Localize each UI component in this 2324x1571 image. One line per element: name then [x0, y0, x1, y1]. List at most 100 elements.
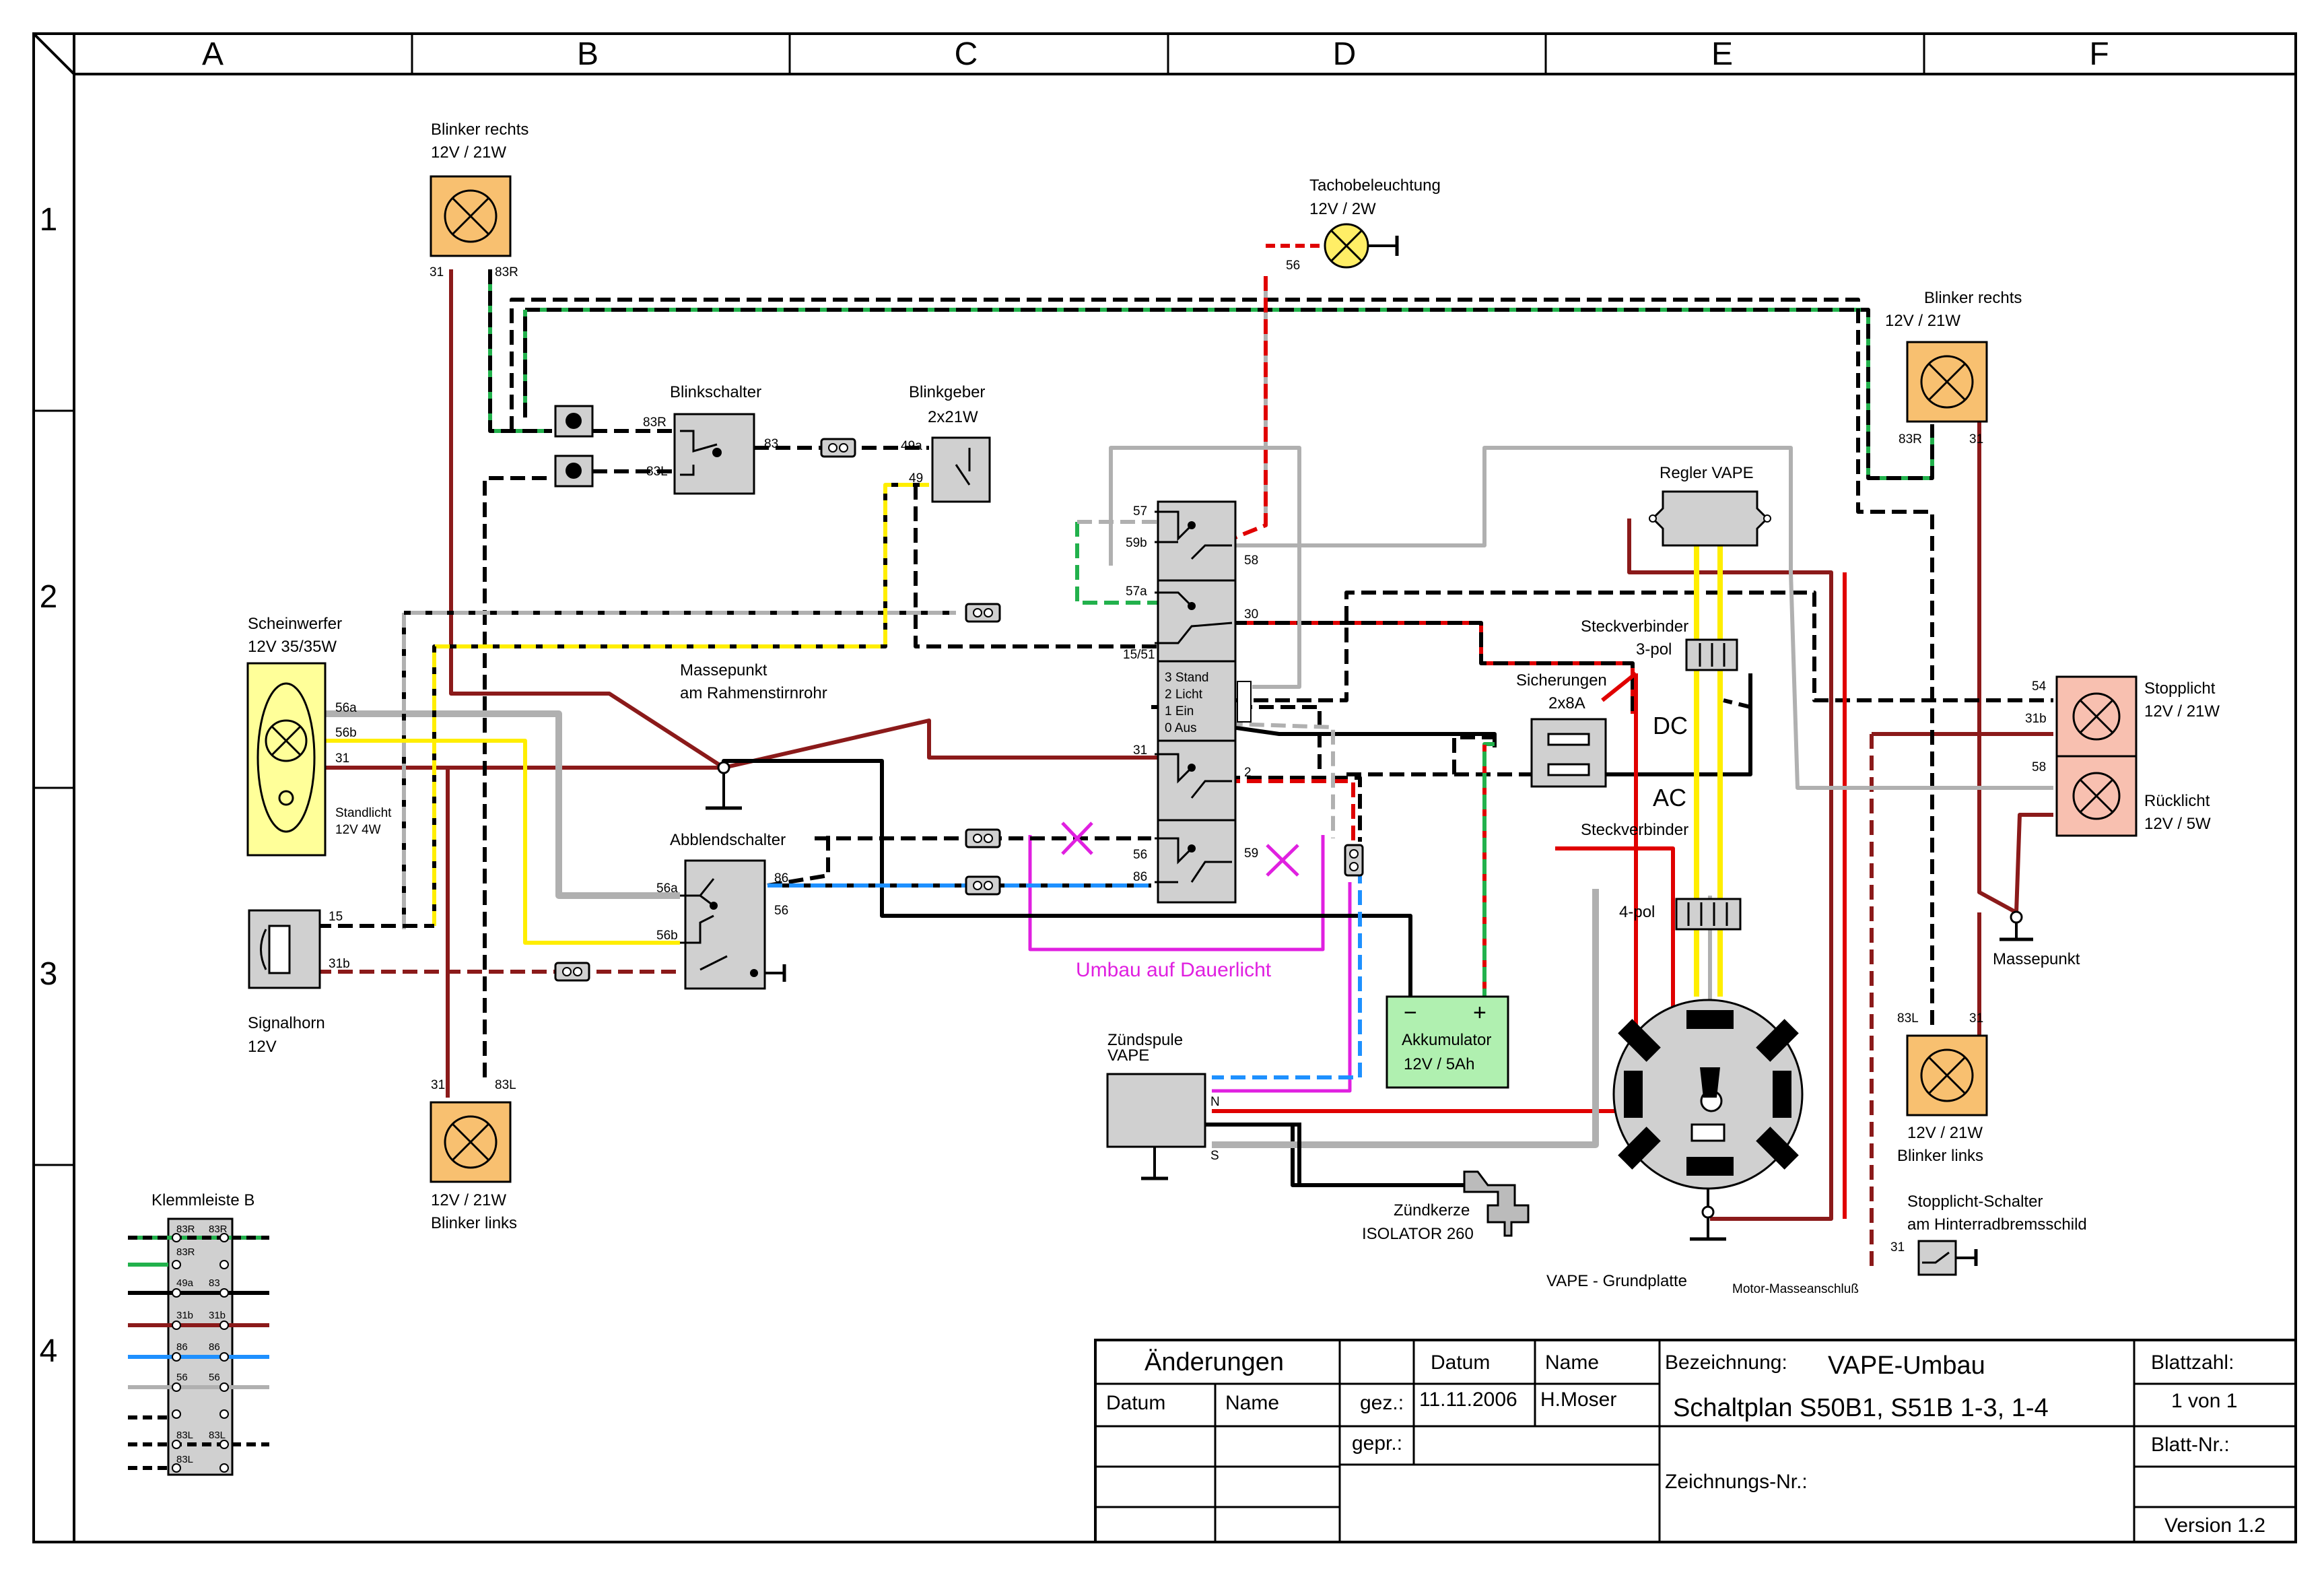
red-solid-4: [1601, 671, 1637, 702]
massepunkt-rear: Massepunkt: [1993, 910, 2080, 968]
blattzahl-label: Blattzahl:: [2151, 1351, 2234, 1374]
name-header-2: Name: [1545, 1351, 1599, 1374]
pin-label: 56: [1133, 848, 1147, 862]
blattzahl-value: 1 von 1: [2171, 1390, 2237, 1412]
steckverbinder-4pol: Steckverbinder 4-pol: [1581, 821, 1742, 931]
blinker-rechts-front-title: Blinker rechts: [431, 121, 528, 139]
black-solid-7: [1346, 735, 1495, 776]
pin-label: 56b: [656, 929, 678, 943]
blinker-rechts-rear-rating: 12V / 21W: [1885, 312, 1960, 330]
pin-label: 56a: [335, 701, 357, 715]
pin-label: 31: [1969, 432, 1983, 446]
blinker-rechts-front-rating: 12V / 21W: [431, 143, 506, 162]
datum-header: Datum: [1106, 1392, 1165, 1414]
dark-red-wire-1: [449, 269, 725, 770]
dark-red-wire-7: [1977, 377, 2018, 914]
pin-label: 83L: [646, 465, 668, 479]
grey-wire-5: [1075, 522, 1158, 605]
bezeichnung-label: Bezeichnung:: [1665, 1351, 1787, 1374]
klemme-label: 56: [209, 1372, 220, 1383]
blinker-links-front-rating: 12V / 21W: [431, 1191, 506, 1209]
grundplatte-title: VAPE - Grundplatte: [1546, 1272, 1687, 1290]
massepunkt-rahmen: Massepunkt am Rahmenstirnrohr: [680, 661, 827, 810]
umbau-title: Umbau auf Dauerlicht: [1076, 959, 1272, 981]
pin-label: 86: [1133, 870, 1147, 884]
fuse-icon: [1547, 733, 1590, 746]
pin-label: 49: [909, 471, 923, 486]
stopplicht-schalter-subtitle: am Hinterradbremsschild: [1907, 1215, 2087, 1234]
pin-label: 86: [774, 871, 788, 885]
blinkgeber-rating: 2x21W: [928, 408, 978, 426]
grid-row-1: 1: [40, 202, 58, 238]
tacho-title: Tachobeleuchtung: [1309, 176, 1441, 195]
pin-label: 49a: [901, 439, 922, 453]
klemme-label: 31b: [209, 1310, 226, 1321]
steckverbinder-3pol-subtitle: 3-pol: [1636, 640, 1672, 659]
pin-label: 58: [2032, 760, 2046, 774]
blinkgeber-title: Blinkgeber: [909, 383, 985, 401]
stopplicht-rating: 12V / 21W: [2144, 702, 2220, 721]
gez-label: gez.:: [1360, 1392, 1404, 1414]
standlicht-label: Standlicht: [335, 806, 392, 820]
yellow-wire-2b: [432, 483, 929, 926]
pin-label: 59b: [1126, 536, 1147, 550]
black-wire-9: [767, 835, 830, 888]
grid-row-4: 4: [40, 1333, 58, 1369]
ruecklicht: 58 Rücklicht 12V / 5W: [2032, 755, 2211, 837]
pin-label: 54: [2032, 679, 2047, 694]
grid-col-c: C: [955, 36, 978, 72]
blinker-rechts-rear-title: Blinker rechts: [1924, 289, 2022, 307]
steckverbinder-blinker: [554, 405, 594, 488]
position-label: 1 Ein: [1165, 704, 1194, 718]
gez-name: H.Moser: [1540, 1389, 1616, 1411]
black-wire-1: [510, 298, 1934, 1030]
standlicht-rating: 12V 4W: [335, 823, 381, 837]
bezeichnung-title: VAPE-Umbau: [1828, 1351, 1985, 1380]
grundplatte-motor: Motor-Masseanschluß: [1732, 1282, 1859, 1296]
zuendkerze: Zündkerze ISOLATOR 260: [1362, 1170, 1530, 1243]
stopplicht-schalter-title: Stopplicht-Schalter: [1907, 1193, 2043, 1211]
klemme-label: 83L: [176, 1430, 193, 1441]
pin-label: 2: [1244, 766, 1252, 780]
zuendkerze-title: Zündkerze: [1394, 1201, 1470, 1219]
sicherungen-title: Sicherungen: [1516, 671, 1607, 690]
stopplicht-title: Stopplicht: [2144, 679, 2216, 698]
steckverbinder-4pol-subtitle: 4-pol: [1619, 903, 1655, 921]
inline-connectors: [554, 603, 1364, 982]
blinker-links-front: 31 83L 12V / 21W Blinker links: [430, 1078, 517, 1232]
stopplicht: 54 31b Stopplicht 12V / 21W: [2025, 675, 2220, 758]
pin-label: 83R: [1899, 432, 1922, 446]
pin-label: 83L: [1897, 1011, 1919, 1026]
ruecklicht-title: Rücklicht: [2144, 792, 2210, 810]
signalhorn-title: Signalhorn: [248, 1014, 325, 1032]
grid-col-a: A: [202, 36, 224, 72]
steckverbinder-3pol: Steckverbinder 3-pol: [1581, 617, 1738, 671]
green-wire-1b: [488, 269, 552, 433]
pin-label: 56a: [656, 881, 678, 896]
pin-label: 31: [335, 751, 349, 766]
pin-label: 59: [1244, 846, 1258, 861]
blinkgeber: Blinkgeber 2x21W 49a 49: [901, 383, 991, 503]
zeichnungs-nr-label: Zeichnungs-Nr.:: [1665, 1471, 1808, 1493]
klemmleiste: Klemmleiste B 83R 83R 83R 49a 83 31b 31b: [128, 1191, 269, 1476]
scheinwerfer-title: Scheinwerfer: [248, 615, 342, 633]
red-wire-4: [1212, 869, 1362, 1079]
steckverbinder-3pol-title: Steckverbinder: [1581, 617, 1688, 636]
pin-label: S: [1210, 1149, 1219, 1163]
gepr-label: gepr.:: [1352, 1432, 1402, 1455]
zuendschloss: 57 59b 58 57a 30 15/51 3 Stand 2 Licht 1…: [1123, 500, 1258, 904]
abblendschalter-title: Abblendschalter: [670, 831, 786, 849]
pin-label: 31: [1133, 743, 1147, 758]
klemme-label: 83R: [176, 1224, 195, 1235]
sicherungen-rating: 2x8A: [1548, 694, 1585, 712]
grid-col-d: D: [1333, 36, 1357, 72]
title-block: Änderungen Datum Name Datum Name gez.: 1…: [1094, 1339, 2297, 1543]
datum-header-2: Datum: [1431, 1351, 1490, 1374]
pin-label: N: [1210, 1095, 1220, 1109]
klemme-label: 83L: [209, 1430, 226, 1441]
aenderungen-label: Änderungen: [1144, 1348, 1284, 1376]
sicherungen-ac: AC: [1653, 784, 1686, 811]
green-wire-1: [488, 269, 552, 433]
massepunkt-rear-title: Massepunkt: [1993, 950, 2080, 968]
